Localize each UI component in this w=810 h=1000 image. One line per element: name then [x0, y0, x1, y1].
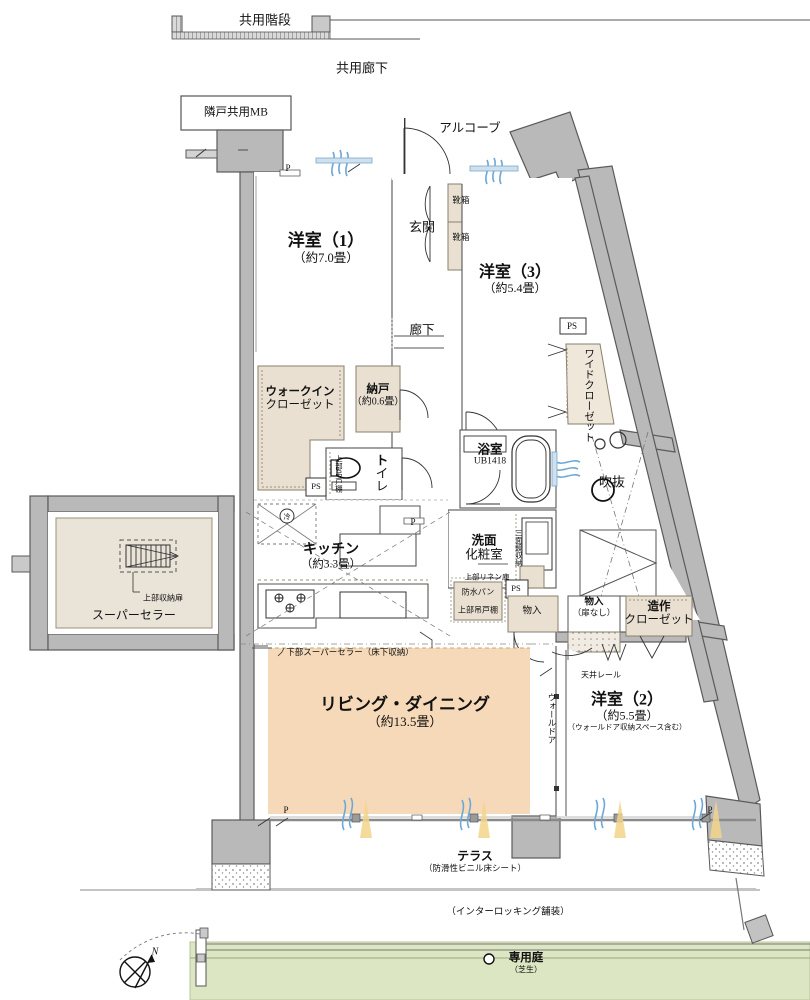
- washitsu-3-name: 洋室（3）: [478, 263, 552, 281]
- north-label: N: [151, 946, 159, 958]
- label-ceiling-rail: 天井レール: [581, 670, 621, 680]
- label-ps-closet: PS: [566, 320, 578, 331]
- living-name: リビング・ダイニング: [320, 694, 490, 714]
- label-upper-cabinet-washroom: 上部吊戸棚: [458, 605, 498, 615]
- label-walk-in-closet: ウォークイン クローゼット: [266, 386, 335, 412]
- common-stairs-graphic: [171, 15, 810, 40]
- toilet-line2: イ: [375, 466, 389, 481]
- label-washroom: 洗面 化粧室: [465, 534, 503, 563]
- label-monoire-1: 物入: [522, 606, 542, 617]
- label-interlocking: （インターロッキング舗装）: [446, 907, 570, 918]
- label-nando: 納戸 （約0.6畳）: [352, 384, 405, 409]
- north-arrow: [119, 954, 155, 989]
- label-kitchen: キッチン （約3.3畳）: [301, 542, 361, 571]
- monoire-2-name: 物入: [584, 597, 604, 608]
- washitsu-2-size: （約5.5畳）: [595, 708, 659, 723]
- structural-walls: [11, 111, 765, 891]
- marker-p-4: P: [707, 804, 713, 815]
- label-common-stairs: 共用階段: [238, 12, 292, 28]
- window-symbols: [270, 149, 756, 838]
- label-drain-pan: 防水パン: [461, 587, 495, 597]
- bath-model: UB1418: [473, 456, 507, 467]
- washitsu-2-room: [551, 643, 700, 818]
- label-toilet: ト イ レ: [375, 453, 389, 494]
- kitchen-size: （約3.3畳）: [300, 558, 362, 571]
- washitsu-1-name: 洋室（1）: [287, 231, 365, 251]
- label-super-cellar: スーパーセラー: [92, 608, 176, 623]
- terrace-area: [196, 820, 756, 890]
- washitsu-2-name: 洋室（2）: [590, 691, 664, 709]
- zousaku-line2: クローゼット: [624, 614, 694, 626]
- marker-p-3: P: [283, 804, 289, 815]
- wic-line2: クローゼット: [265, 399, 335, 411]
- label-washitsu-3: 洋室（3） （約5.4畳）: [479, 264, 551, 296]
- washroom-line1: 洗面: [471, 533, 497, 548]
- label-washitsu-1: 洋室（1） （約7.0畳）: [288, 231, 365, 265]
- kitchen-area: [245, 499, 451, 644]
- label-shared-mb: 隣戸共用MB: [204, 106, 268, 119]
- lower-super-cellar-outline: [240, 643, 556, 649]
- label-upper-cabinet-toilet: 上部吊戸棚: [334, 455, 344, 493]
- washitsu-3-room: [461, 178, 615, 449]
- label-ps-washroom: PS: [511, 583, 521, 594]
- label-mirror-cabinet: 三面鏡収納: [514, 529, 524, 567]
- label-alcove: アルコーブ: [439, 120, 501, 135]
- bath-room: [459, 429, 557, 509]
- label-zousaku-closet: 造作 クローゼット: [625, 601, 694, 627]
- garden-note: （芝生）: [510, 965, 542, 975]
- fukinuke-void: [578, 424, 700, 620]
- storage-row: [507, 595, 693, 663]
- private-garden-area: [189, 941, 810, 1000]
- washitsu-3-size: （約5.4畳）: [483, 281, 547, 296]
- washitsu-1-size: （約7.0畳）: [293, 250, 359, 265]
- label-terrace: テラス （防滑性ビニル床シート）: [423, 849, 527, 874]
- washitsu-2-note: （ウォールドア収納スペース含む）: [567, 722, 687, 732]
- label-rouka: 廊下: [409, 322, 435, 337]
- marker-p-2: P: [410, 516, 416, 527]
- super-cellar-room: [48, 512, 218, 634]
- washroom-line2: 化粧室: [465, 548, 503, 562]
- wic-nando-toilet: [257, 365, 433, 501]
- nando-size: （約0.6畳）: [351, 396, 405, 408]
- washroom: [447, 509, 557, 623]
- label-washitsu-2: 洋室（2） （約5.5畳） （ウォールドア収納スペース含む）: [567, 692, 686, 733]
- label-shoe-box-2: 靴箱: [452, 232, 470, 243]
- label-private-garden: 専用庭 （芝生）: [509, 952, 544, 974]
- label-lower-super-cellar: 下部スーパーセラー（床下収納）: [286, 647, 414, 658]
- label-monoire-2: 物入 （扉なし）: [573, 598, 616, 619]
- monoire-2-note: （扉なし）: [572, 607, 616, 618]
- label-fukinuke: 吹抜: [598, 474, 626, 490]
- kitchen-name: キッチン: [303, 542, 359, 558]
- label-living-dining: リビング・ダイニング （約13.5畳）: [320, 695, 490, 729]
- bath-name: 浴室: [477, 442, 503, 457]
- toilet-line3: レ: [375, 479, 389, 494]
- label-upper-linen: 上部リネン庫: [464, 572, 510, 582]
- terrace-name: テラス: [457, 849, 493, 864]
- fence-and-gate: [119, 877, 810, 987]
- fridge-icon: 冷: [283, 512, 291, 521]
- wic-line1: ウォークイン: [265, 385, 335, 398]
- garden-marker-icon: [483, 953, 495, 965]
- sliding-door-markers: [257, 163, 713, 827]
- shared-mb-box: [180, 95, 292, 131]
- label-wide-closet: ワイドクローゼット: [583, 348, 595, 443]
- marker-p-1: P: [285, 162, 291, 173]
- garden-name: 専用庭: [508, 951, 544, 964]
- living-size: （約13.5畳）: [367, 713, 443, 729]
- label-upper-storage-door: 上部収納扉: [143, 593, 183, 603]
- label-bath: 浴室 UB1418: [474, 442, 506, 467]
- toilet-line1: ト: [375, 453, 389, 468]
- label-genkan: 玄関: [408, 219, 436, 235]
- living-dining-area: [254, 645, 530, 814]
- leader-lines: [238, 149, 553, 677]
- nando-name: 納戸: [366, 383, 390, 396]
- label-common-corridor: 共用廊下: [335, 60, 389, 76]
- label-ps-toilet: PS: [311, 481, 321, 492]
- label-wall-door: ウォールドア: [546, 692, 557, 744]
- terrace-note: （防滑性ビニル床シート）: [423, 863, 527, 874]
- zousaku-line1: 造作: [647, 600, 671, 613]
- label-shoe-box-1: 靴箱: [452, 195, 470, 206]
